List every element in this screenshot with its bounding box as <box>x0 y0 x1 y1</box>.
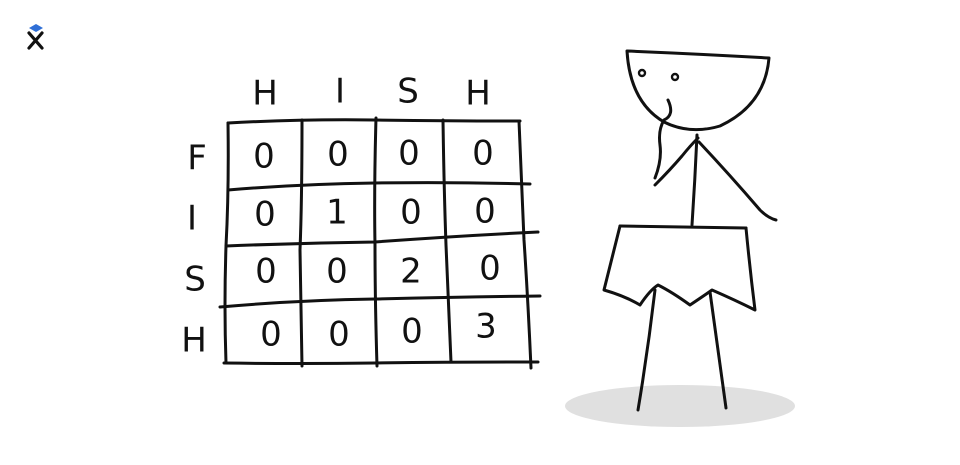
matrix-cell: 0 <box>398 134 420 174</box>
matrix-cell: 0 <box>327 135 349 175</box>
matrix-row-2: 0 0 2 0 <box>255 249 501 292</box>
row-label: H <box>181 321 207 361</box>
ground-shadow-icon <box>565 385 795 427</box>
column-label: S <box>397 72 419 112</box>
row-label: S <box>184 260 206 300</box>
row-label: I <box>187 199 197 239</box>
matrix-row-0: 0 0 0 0 <box>253 134 494 177</box>
matrix-cell: 0 <box>254 195 276 235</box>
matrix-cell: 0 <box>401 312 423 352</box>
column-label: H <box>252 74 278 114</box>
matrix-cell: 0 <box>474 192 496 232</box>
table-leg-right <box>708 290 728 410</box>
grid-line-v-1 <box>298 118 304 368</box>
matrix-cell: 0 <box>255 252 277 292</box>
matrix-cell: 1 <box>326 193 348 233</box>
table-cloth <box>602 224 757 312</box>
grid-line-v-3 <box>441 118 453 364</box>
grid-line-h-0 <box>226 118 522 125</box>
logo-cap-shape <box>29 24 43 32</box>
grid-line-v-0 <box>223 121 230 365</box>
matrix-cell: 0 <box>400 193 422 233</box>
column-label: I <box>335 72 345 112</box>
lcs-matrix-grid <box>218 116 542 370</box>
table-leg-left <box>636 288 657 412</box>
matrix-cell: 0 <box>326 252 348 292</box>
figure-eye-right <box>670 72 680 82</box>
grid-line-v-2 <box>373 116 379 368</box>
matrix-cell: 0 <box>260 315 282 355</box>
column-labels: H I S H <box>252 72 491 114</box>
matrix-cell: 0 <box>328 315 350 355</box>
matrix-cell: 2 <box>400 252 422 292</box>
logo-x-shape <box>27 31 44 50</box>
row-labels: F I S H <box>181 139 207 361</box>
figure-arm-left <box>653 136 700 187</box>
column-label: H <box>465 74 491 114</box>
stick-figure-thinking-icon <box>625 49 778 227</box>
figure-eye-left <box>637 68 647 78</box>
matrix-cell: 3 <box>475 307 497 347</box>
row-label: F <box>187 139 207 179</box>
matrix-row-3: 0 0 0 3 <box>260 307 497 355</box>
grid-line-v-4 <box>517 119 533 370</box>
grid-line-h-4 <box>222 360 540 365</box>
matrix-cell: 0 <box>479 249 501 289</box>
grid-line-h-1 <box>226 181 532 192</box>
table-with-cloth-icon <box>602 224 757 412</box>
figure-body <box>690 133 699 227</box>
matrix-cell: 0 <box>472 134 494 174</box>
matrix-cell: 0 <box>253 137 275 177</box>
figure-arm-right <box>697 140 778 222</box>
figure-hand <box>653 98 673 180</box>
x-logo-icon[interactable] <box>27 24 44 50</box>
matrix-row-1: 0 1 0 0 <box>254 192 496 235</box>
table-top <box>618 224 748 230</box>
grid-line-h-3 <box>218 294 542 309</box>
figure-head <box>625 49 771 132</box>
